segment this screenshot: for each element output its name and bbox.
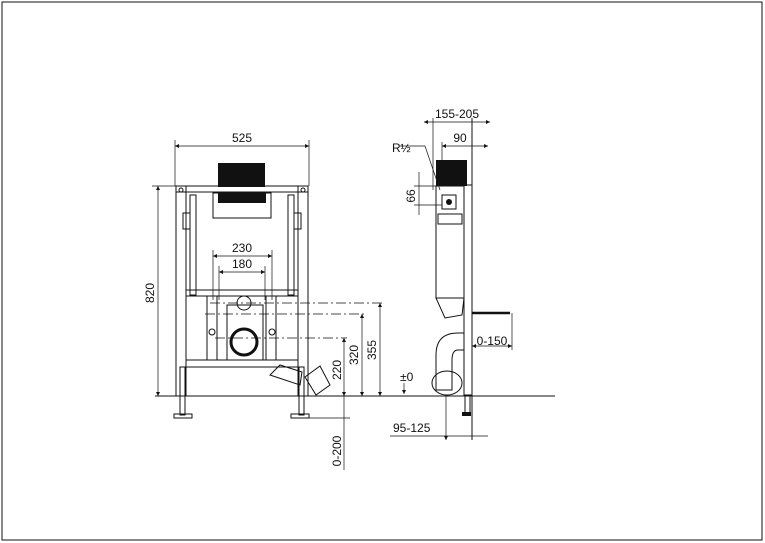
outlet-label: 95-125 bbox=[393, 421, 431, 435]
cistern-top bbox=[218, 163, 265, 187]
floor-level-label: ±0 bbox=[400, 370, 414, 384]
width-label: 525 bbox=[232, 131, 252, 145]
height-355-label: 355 bbox=[365, 340, 379, 360]
spacing-inner-label: 180 bbox=[232, 257, 252, 271]
height-label: 820 bbox=[143, 283, 157, 303]
spacing-outer-label: 230 bbox=[232, 241, 252, 255]
height-220-label: 220 bbox=[330, 360, 344, 380]
leg-adjust-label: 0-200 bbox=[330, 435, 344, 466]
outlet-circle bbox=[229, 327, 259, 357]
thread-label: R½ bbox=[392, 141, 411, 155]
depth-label: 155-205 bbox=[435, 107, 479, 121]
height-320-label: 320 bbox=[347, 345, 361, 365]
cistern-side bbox=[436, 160, 467, 186]
side-view: 155-205 90 R½ 66 0-150 ±0 95-125 bbox=[390, 107, 513, 440]
front-view: 525 820 230 180 355 320 220 0-200 bbox=[143, 131, 383, 470]
outlet-bend bbox=[435, 332, 465, 391]
stud-label: 0-150 bbox=[477, 334, 508, 348]
inlet-label: 66 bbox=[404, 189, 418, 203]
cistern-depth-label: 90 bbox=[453, 131, 467, 145]
